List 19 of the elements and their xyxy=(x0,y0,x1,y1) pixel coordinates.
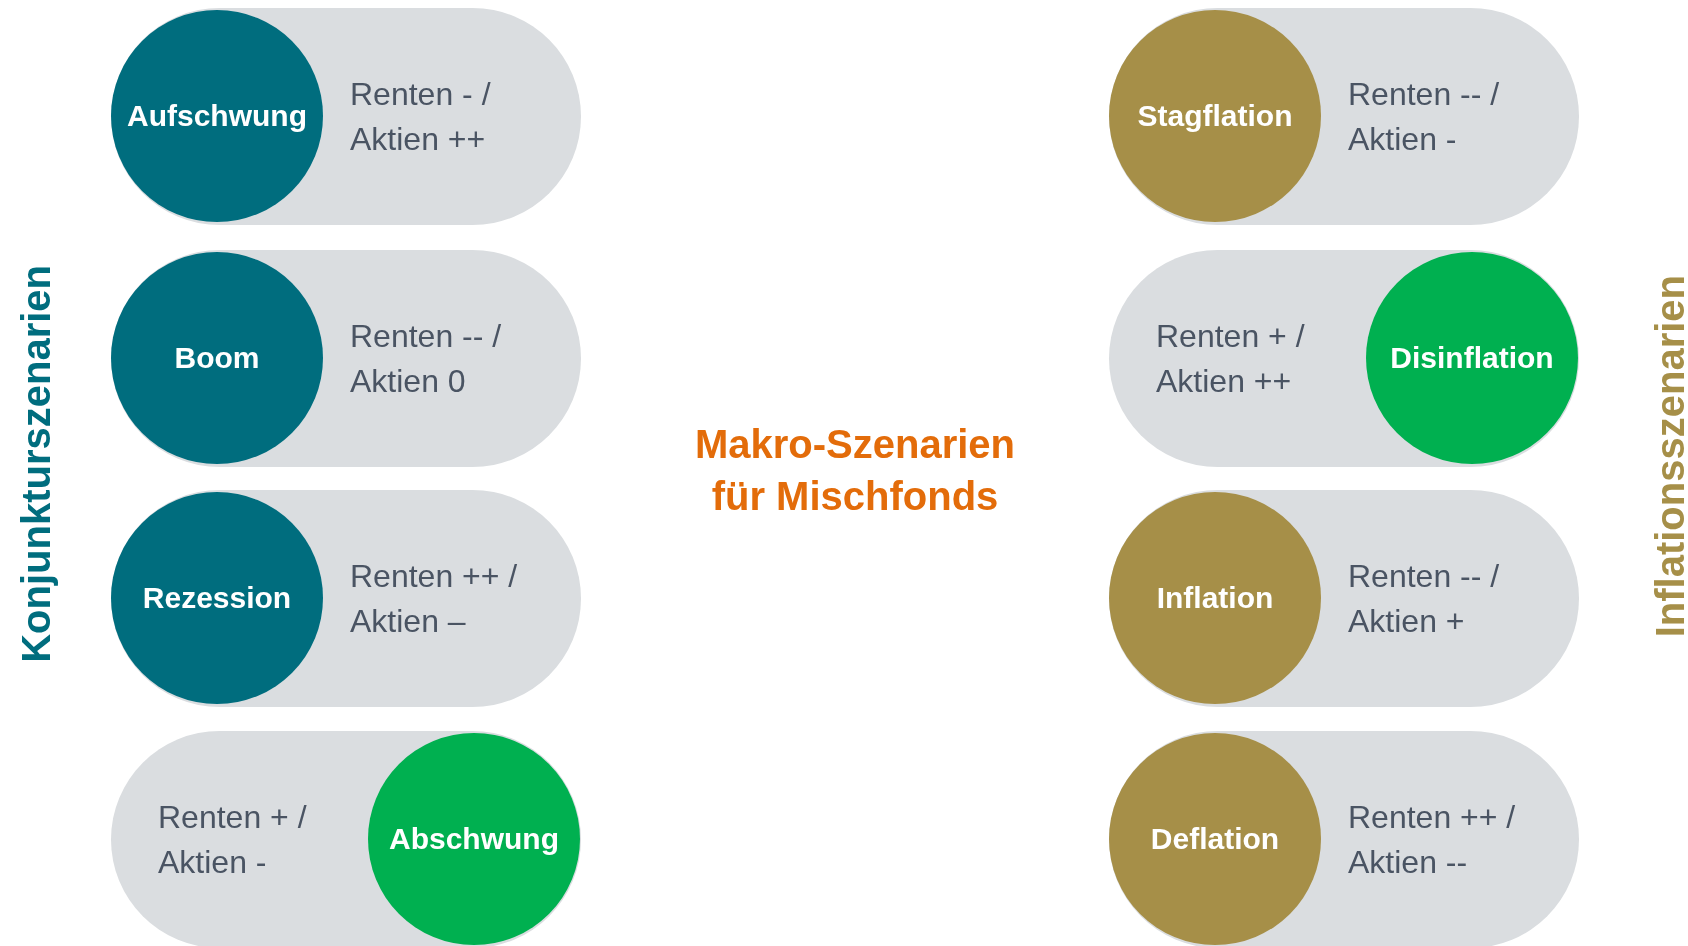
scenario-text: Renten + / Aktien ++ xyxy=(1156,316,1306,401)
scenario-circle: Deflation xyxy=(1109,733,1321,945)
scenario-circle: Stagflation xyxy=(1109,10,1321,222)
scenario-circle: Rezession xyxy=(111,492,323,704)
scenario-circle: Boom xyxy=(111,252,323,464)
title: Makro-Szenarien für Mischfonds xyxy=(693,421,1017,520)
scenario-circle: Disinflation xyxy=(1366,252,1578,464)
scenario-text: Renten + / Aktien - xyxy=(158,797,308,882)
scenario-text: Renten ++ / Aktien – xyxy=(350,556,519,641)
side-heading: Inflationsszenarien xyxy=(1648,275,1688,638)
scenario-circle: Abschwung xyxy=(368,733,580,945)
scenario-circle: Inflation xyxy=(1109,492,1321,704)
scenario-text: Renten ++ / Aktien -- xyxy=(1348,797,1517,882)
scenario-circle: Aufschwung xyxy=(111,10,323,222)
side-heading: Konjunkturszenarien xyxy=(14,265,59,663)
scenario-text: Renten - / Aktien ++ xyxy=(350,74,492,159)
scenario-text: Renten -- / Aktien - xyxy=(1348,74,1501,159)
scenario-text: Renten -- / Aktien + xyxy=(1348,556,1501,641)
scenario-text: Renten -- / Aktien 0 xyxy=(350,316,503,401)
